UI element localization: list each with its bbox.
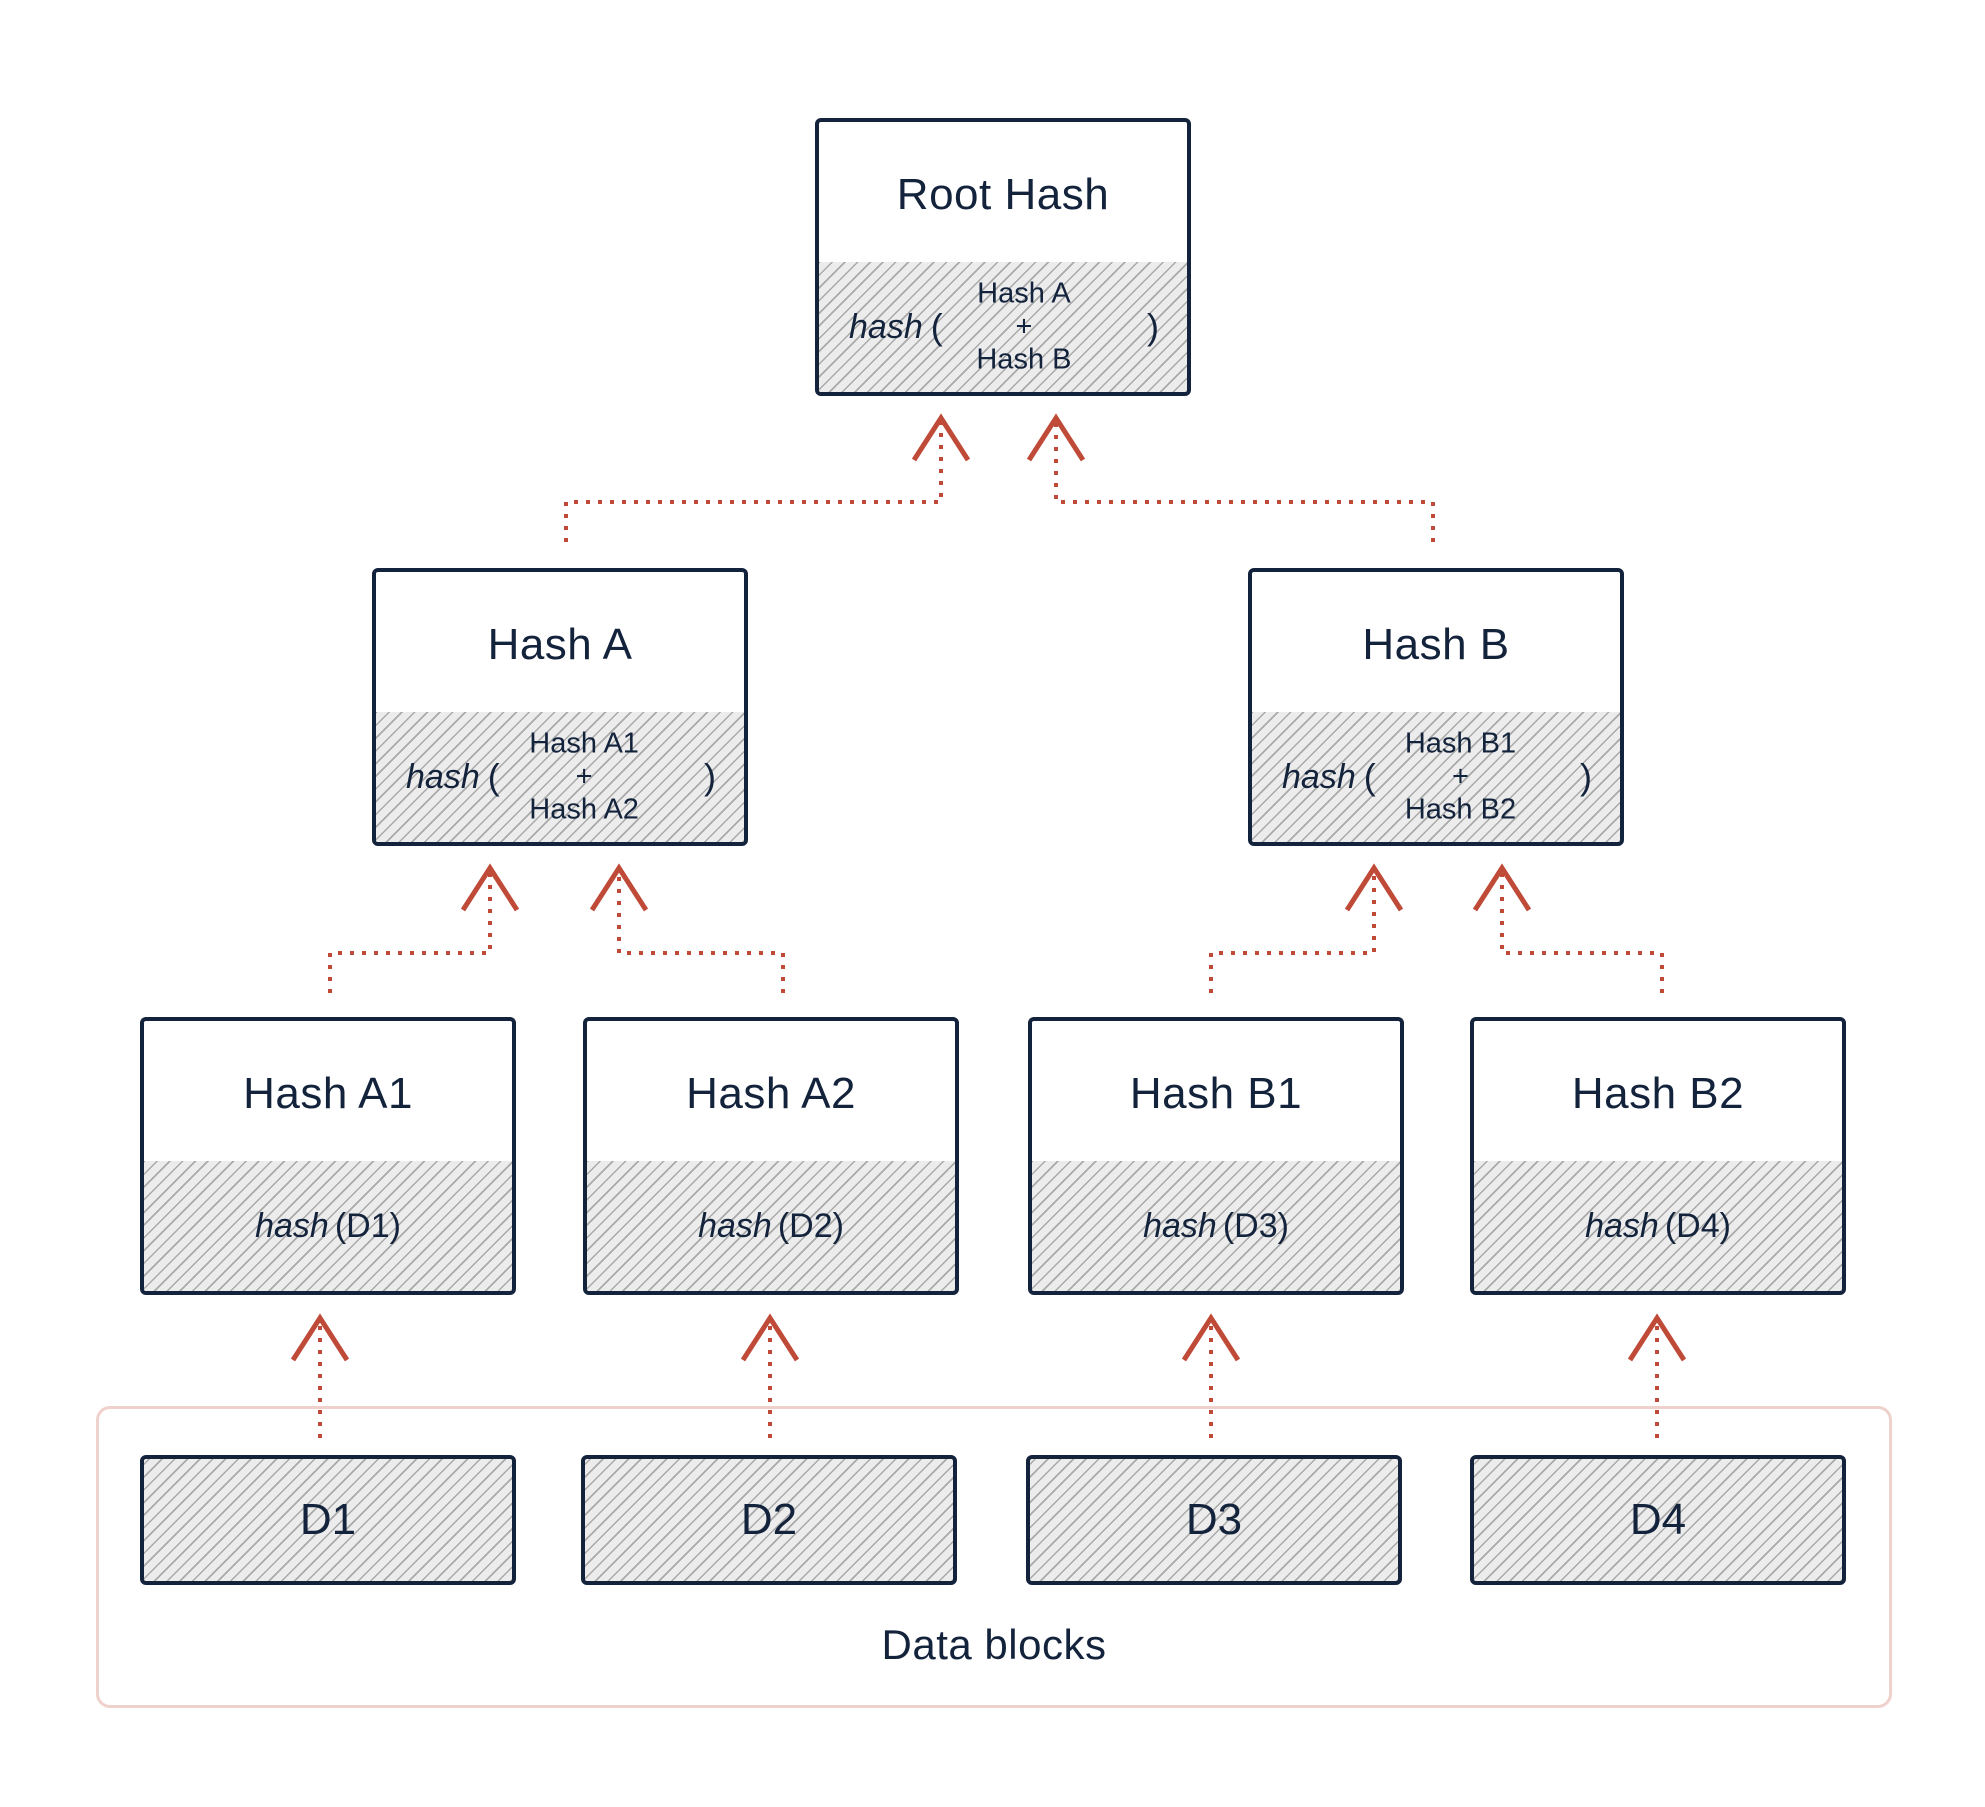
- formula-operand-top: Hash A: [977, 277, 1071, 310]
- connector-hash-b1-to-hash-b: [1209, 868, 1376, 993]
- formula-plus: +: [575, 760, 593, 793]
- arrowhead-icon: [1472, 863, 1532, 912]
- leaf-title: Hash B1: [1129, 1068, 1303, 1118]
- leaf-title: Hash A1: [243, 1068, 413, 1118]
- formula-plus: +: [1015, 310, 1033, 343]
- root-hash-title: Root Hash: [896, 169, 1110, 219]
- arrowhead-icon: [1181, 1313, 1241, 1362]
- hash-function-label: hash: [1282, 757, 1356, 796]
- formula-operand-bottom: Hash B2: [1404, 793, 1517, 826]
- connector-hash-b-to-root: [1054, 418, 1435, 542]
- hash-a-formula: hash ( Hash A1 + Hash A2 ): [376, 712, 744, 842]
- data-block-d2: D2: [581, 1455, 957, 1585]
- arrowhead-icon: [1344, 863, 1404, 912]
- data-blocks-label: Data blocks: [881, 1621, 1107, 1668]
- hash-function-label: hash: [255, 1206, 329, 1245]
- connector-hash-b2-to-hash-b: [1500, 868, 1664, 993]
- arrowhead-icon: [1026, 413, 1086, 462]
- hash-a1-node: Hash A1 hash (D1): [140, 1017, 516, 1295]
- leaf-formula: hash (D1): [144, 1161, 512, 1291]
- close-paren: ): [1580, 756, 1592, 797]
- connector-hash-a1-to-hash-a: [328, 868, 492, 993]
- arrowhead-icon: [1627, 1313, 1687, 1362]
- hash-b2-node: Hash B2 hash (D4): [1470, 1017, 1846, 1295]
- formula-operand-top: Hash A1: [529, 727, 639, 760]
- formula-operand-bottom: Hash B: [976, 343, 1072, 376]
- formula-plus: +: [1451, 760, 1469, 793]
- root-hash-node: Root Hash hash ( Hash A + Hash B ): [815, 118, 1191, 396]
- open-paren: (: [487, 756, 500, 797]
- hash-function-label: hash: [1585, 1206, 1659, 1245]
- leaf-formula-arg: (D1): [334, 1206, 401, 1245]
- leaf-formula-arg: (D3): [1222, 1206, 1289, 1245]
- data-blocks-group: [96, 1406, 1892, 1708]
- leaf-title: Hash A2: [686, 1068, 856, 1118]
- hash-function-label: hash: [406, 757, 480, 796]
- leaf-title: Hash B2: [1571, 1068, 1745, 1118]
- arrowhead-icon: [460, 863, 520, 912]
- data-block-d4: D4: [1470, 1455, 1846, 1585]
- leaf-formula-arg: (D4): [1664, 1206, 1731, 1245]
- arrowhead-icon: [589, 863, 649, 912]
- data-block-d1: D1: [140, 1455, 516, 1585]
- arrowhead-icon: [740, 1313, 800, 1362]
- hash-b-node: Hash B hash ( Hash B1 + Hash B2 ): [1248, 568, 1624, 846]
- hash-a-title: Hash A: [487, 619, 633, 669]
- formula-operand-top: Hash B1: [1404, 727, 1517, 760]
- open-paren: (: [1363, 756, 1376, 797]
- hash-function-label: hash: [849, 307, 923, 346]
- leaf-formula-arg: (D2): [777, 1206, 844, 1245]
- open-paren: (: [930, 306, 943, 347]
- root-hash-formula: hash ( Hash A + Hash B ): [819, 262, 1187, 392]
- hash-function-label: hash: [698, 1206, 772, 1245]
- hash-b-formula: hash ( Hash B1 + Hash B2 ): [1252, 712, 1620, 842]
- close-paren: ): [704, 756, 716, 797]
- hash-a2-node: Hash A2 hash (D2): [583, 1017, 959, 1295]
- arrowhead-icon: [290, 1313, 350, 1362]
- formula-operand-bottom: Hash A2: [529, 793, 639, 826]
- hash-b-title: Hash B: [1362, 619, 1510, 669]
- hash-b1-node: Hash B1 hash (D3): [1028, 1017, 1404, 1295]
- arrowhead-icon: [911, 413, 971, 462]
- leaf-formula: hash (D2): [587, 1161, 955, 1291]
- connector-hash-a-to-root: [564, 418, 943, 542]
- leaf-formula: hash (D4): [1474, 1161, 1842, 1291]
- leaf-formula: hash (D3): [1032, 1161, 1400, 1291]
- data-block-d3: D3: [1026, 1455, 1402, 1585]
- hash-a-node: Hash A hash ( Hash A1 + Hash A2 ): [372, 568, 748, 846]
- hash-function-label: hash: [1143, 1206, 1217, 1245]
- close-paren: ): [1147, 306, 1159, 347]
- connector-hash-a2-to-hash-a: [617, 868, 785, 993]
